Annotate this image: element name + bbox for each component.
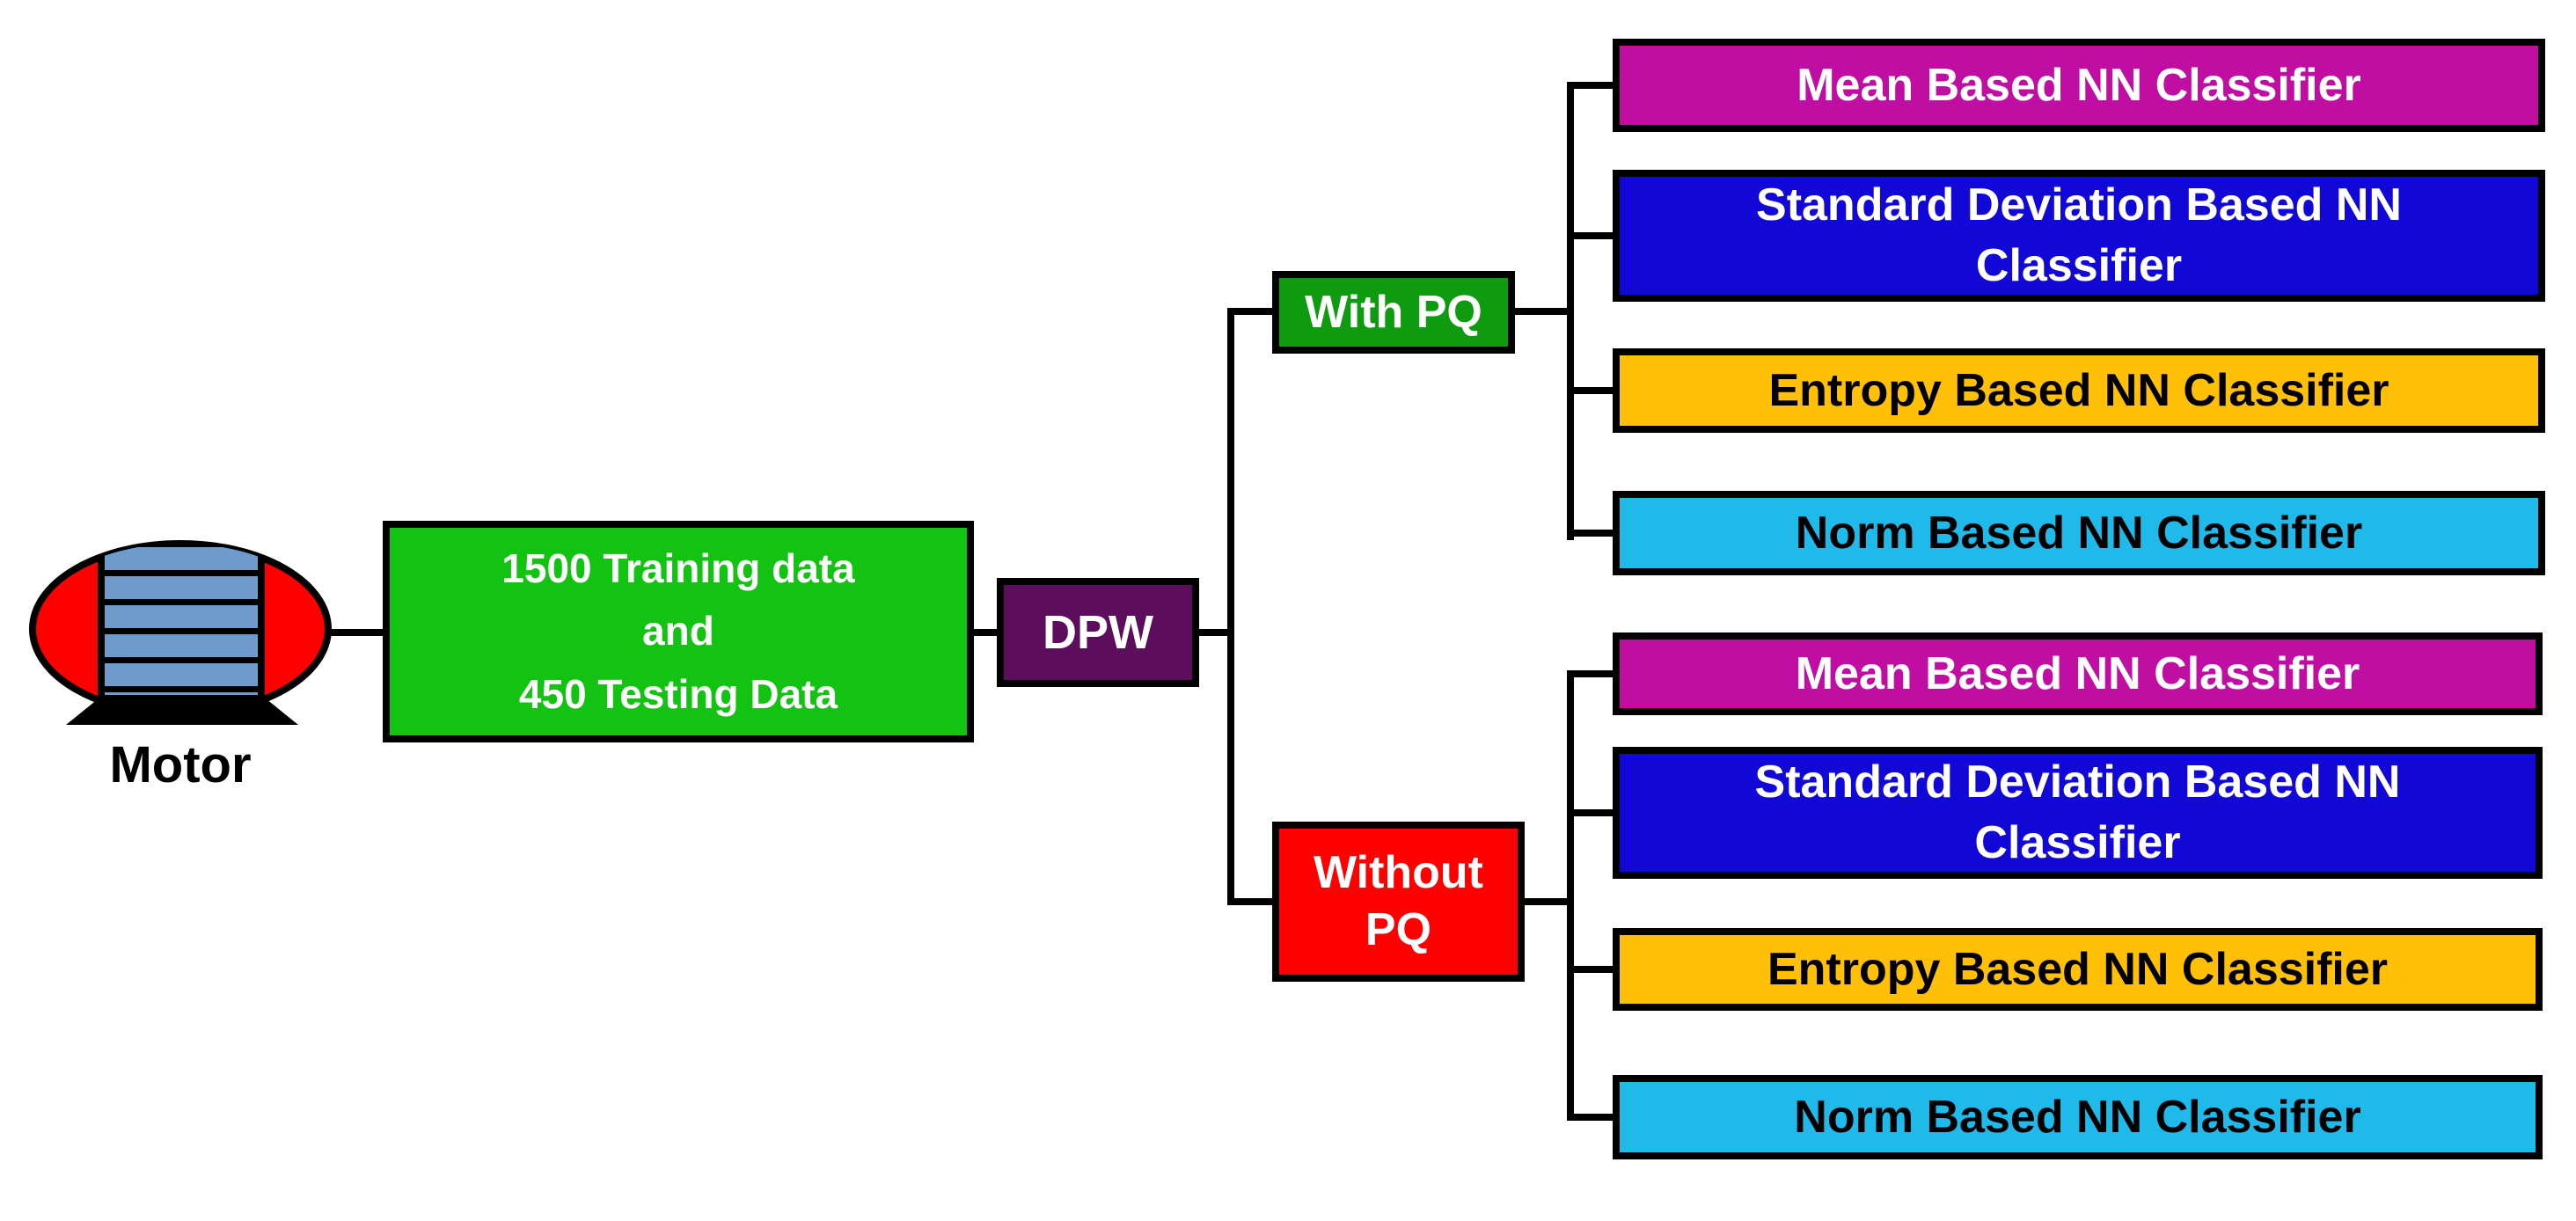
stub-withpq-entropy bbox=[1570, 387, 1613, 394]
dpw-box: DPW bbox=[997, 578, 1199, 687]
connector-split-trunk bbox=[1227, 308, 1234, 905]
connector-withoutpq-to-bracket bbox=[1521, 898, 1570, 905]
classifier-withoutpq-std: Standard Deviation Based NN Classifier bbox=[1613, 747, 2543, 879]
connector-trunk-to-withpq bbox=[1231, 308, 1272, 315]
motor-label: Motor bbox=[109, 736, 252, 793]
classifier-withpq-mean: Mean Based NN Classifier bbox=[1613, 39, 2545, 132]
classifier-label: Standard Deviation Based NN Classifier bbox=[1754, 757, 2401, 868]
without-pq-box: Without PQ bbox=[1272, 822, 1525, 982]
training-data-box: 1500 Training data and 450 Testing Data bbox=[383, 521, 974, 742]
stub-withoutpq-entropy bbox=[1570, 966, 1613, 973]
classifier-withpq-std: Standard Deviation Based NN Classifier bbox=[1613, 170, 2545, 302]
stub-withoutpq-std bbox=[1570, 809, 1613, 816]
classifier-withoutpq-mean: Mean Based NN Classifier bbox=[1613, 632, 2543, 715]
stub-withoutpq-mean bbox=[1570, 670, 1613, 677]
classifier-label: Entropy Based NN Classifier bbox=[1768, 364, 2389, 416]
connector-data-to-dpw bbox=[970, 629, 999, 636]
motor-base bbox=[66, 695, 298, 725]
stub-withpq-std bbox=[1570, 232, 1613, 239]
training-data-line3: 450 Testing Data bbox=[518, 670, 838, 717]
classifier-label: Mean Based NN Classifier bbox=[1797, 59, 2361, 111]
with-pq-box: With PQ bbox=[1272, 271, 1515, 354]
without-pq-label: Without PQ bbox=[1314, 847, 1483, 955]
training-data-line1: 1500 Training data bbox=[501, 545, 855, 592]
classifier-label: Entropy Based NN Classifier bbox=[1767, 943, 2389, 995]
bracket-trunk-with-pq bbox=[1567, 82, 1574, 540]
classifier-withpq-norm: Norm Based NN Classifier bbox=[1613, 491, 2545, 575]
dpw-label: DPW bbox=[1043, 606, 1153, 659]
connector-withpq-to-bracket bbox=[1511, 308, 1570, 315]
stub-withpq-norm bbox=[1570, 530, 1613, 537]
motor-icon bbox=[29, 540, 332, 725]
classifier-withpq-entropy: Entropy Based NN Classifier bbox=[1613, 348, 2545, 433]
connector-trunk-to-withoutpq bbox=[1231, 898, 1272, 905]
training-data-line2: and bbox=[642, 608, 714, 654]
classifier-label: Mean Based NN Classifier bbox=[1795, 647, 2360, 699]
connector-dpw-to-trunk bbox=[1197, 629, 1231, 636]
connector-motor-to-data bbox=[326, 629, 384, 636]
classifier-withoutpq-norm: Norm Based NN Classifier bbox=[1613, 1075, 2543, 1159]
classifier-label: Standard Deviation Based NN Classifier bbox=[1756, 179, 2402, 291]
classifier-label: Norm Based NN Classifier bbox=[1795, 507, 2363, 559]
motor-windings bbox=[98, 544, 265, 714]
stub-withpq-mean bbox=[1570, 82, 1613, 89]
stub-withoutpq-norm bbox=[1570, 1114, 1613, 1121]
classifier-withoutpq-entropy: Entropy Based NN Classifier bbox=[1613, 928, 2543, 1011]
classifier-label: Norm Based NN Classifier bbox=[1794, 1091, 2361, 1143]
with-pq-label: With PQ bbox=[1305, 287, 1482, 338]
bracket-trunk-without-pq bbox=[1567, 670, 1574, 1121]
